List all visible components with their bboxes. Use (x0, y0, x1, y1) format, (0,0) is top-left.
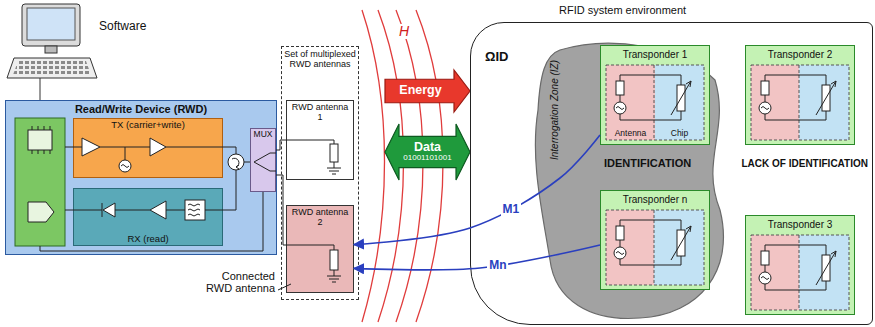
coupling-arrow (354, 245, 600, 270)
node-label: TX (carrier+write) (111, 120, 185, 130)
interrogation-zone: Interrogation Zone (IZ) Transponder 1 Ante… (530, 40, 725, 320)
field-line (362, 10, 385, 322)
screen (27, 8, 75, 40)
antenna-part: Antenna (606, 65, 655, 140)
node-label: Set of multiplexed RWD antennas (284, 50, 356, 70)
amplifier-symbol (150, 138, 166, 156)
node-label: 01001101001 (403, 154, 451, 163)
processor-chip (28, 130, 52, 150)
cable (40, 78, 41, 100)
node-label: Chip (671, 129, 688, 138)
computer-icon (7, 4, 97, 100)
amplifier-symbol (82, 138, 100, 156)
antenna-callout: Connected RWD antenna (196, 270, 276, 294)
leader-line (278, 284, 291, 290)
chip-part: Chip (655, 65, 704, 140)
antenna-box: RWD antenna 2 (286, 205, 354, 293)
transponder-box: Transponder 1 Antenna Chip (600, 45, 710, 145)
device-box: Read/Write Device (RWD) TX (carrier+write… (5, 100, 277, 255)
circulator-symbol (228, 154, 244, 170)
transponder-box: Transponder 2 (745, 45, 855, 145)
energy-shape (385, 70, 470, 112)
node-label: Read/Write Device (RWD) (75, 103, 207, 115)
transponder-circuit (751, 235, 849, 310)
keyboard (7, 58, 97, 78)
node-label: RFID system environment (559, 4, 686, 16)
data-shape (385, 124, 470, 180)
oscillator-wave (121, 165, 129, 168)
node-label: RX (read) (127, 234, 168, 244)
transponder-box: Transponder 3 (745, 215, 855, 315)
oscillator-symbol (119, 160, 131, 172)
node-label: Transponder 2 (768, 49, 833, 60)
coupling-arrow (354, 135, 600, 245)
iz-shape (535, 43, 723, 318)
transponder-circuit (606, 65, 704, 140)
ground-symbol (327, 168, 341, 174)
monitor (22, 4, 80, 46)
switch-symbol (254, 153, 270, 171)
filter-symbol (185, 200, 205, 220)
controller-panel (15, 118, 65, 246)
mux-box: MUX (250, 128, 276, 192)
coupling-label: M1 (501, 203, 522, 216)
transponder-parts (606, 210, 704, 285)
wires (40, 147, 263, 251)
node-label: Antenna (615, 129, 647, 138)
antenna-symbol (330, 144, 338, 162)
filter-waves (188, 204, 200, 216)
field-symbol: H (398, 24, 410, 39)
transponder-parts (751, 65, 849, 140)
converter-symbol (28, 202, 54, 222)
data-arrow: Data01001101001 (385, 124, 470, 180)
node-label: Data (414, 141, 441, 155)
node-label: MUX (254, 130, 273, 139)
node-label: Interrogation Zone (IZ) (549, 60, 560, 160)
diode-symbol (102, 203, 115, 217)
node-label: Transponder 3 (768, 219, 833, 230)
ground-symbol (327, 276, 341, 282)
zone-status: LACK OF IDENTIFICATION (741, 158, 869, 169)
node-label: Transponder 1 (623, 49, 688, 60)
energy-arrow: Energy (385, 70, 470, 112)
antenna-set-box: Set of multiplexed RWD antennasRWD anten… (281, 46, 359, 300)
transponder-box: Transponder n (600, 190, 710, 290)
coupling-label: Mn (487, 259, 508, 272)
node-label: RWD antenna 2 (289, 208, 351, 228)
antenna-box: RWD antenna 1 (286, 100, 354, 180)
transponder-parts (751, 235, 849, 310)
circulator-arrow (232, 158, 239, 169)
amplifier-symbol (150, 201, 166, 219)
zone-status: IDENTIFICATION (603, 157, 692, 169)
antenna-symbol (330, 250, 338, 270)
antenna-feed (270, 140, 334, 276)
transmitter-box: TX (carrier+write) (73, 118, 223, 178)
node-label: Energy (399, 84, 441, 98)
node-label: RWD antenna 1 (289, 103, 351, 123)
receiver-box: RX (read) (73, 188, 223, 246)
region-symbol: ΩID (484, 50, 509, 64)
environment-region: RFID system environmentInterrogation Zon… (470, 22, 873, 325)
transponder-circuit (606, 210, 704, 285)
transponder-circuit (751, 65, 849, 140)
keyboard-keys (13, 61, 91, 75)
monitor-stand (45, 46, 57, 53)
chip-pins (32, 126, 50, 154)
node-label: Transponder n (623, 194, 688, 205)
software-label: Software (98, 20, 147, 33)
